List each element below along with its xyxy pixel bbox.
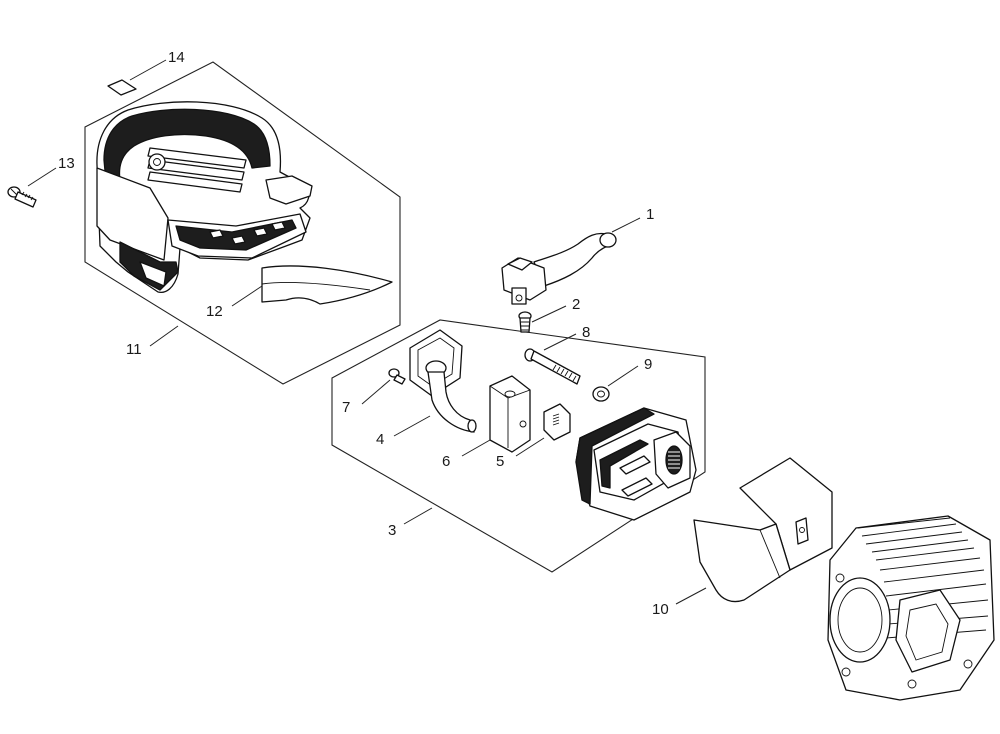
group-outline-3 bbox=[331, 319, 706, 573]
callout-7: 7 bbox=[342, 399, 350, 416]
callout-1: 1 bbox=[646, 206, 654, 223]
part-4-flange-pipe bbox=[409, 329, 477, 433]
part-6-baffle bbox=[489, 375, 531, 453]
callout-6: 6 bbox=[442, 453, 450, 470]
callout-4: 4 bbox=[376, 431, 384, 448]
part-11-cover bbox=[96, 101, 313, 294]
part-12-foil bbox=[261, 265, 393, 305]
part-9-washer bbox=[592, 386, 610, 402]
callout-12: 12 bbox=[206, 303, 223, 320]
part-14-label bbox=[107, 79, 137, 96]
part-3-muffler bbox=[575, 407, 697, 521]
part-5-screen bbox=[543, 403, 571, 441]
engine-cylinder bbox=[827, 515, 995, 701]
group-outline-11 bbox=[84, 61, 401, 385]
callout-2: 2 bbox=[572, 296, 580, 313]
part-7-screw bbox=[388, 368, 406, 385]
callout-5: 5 bbox=[496, 453, 504, 470]
part-13-screw bbox=[7, 186, 37, 208]
leader-lines bbox=[27, 59, 707, 605]
part-1-pipe bbox=[501, 232, 617, 305]
part-10-muffler-cover bbox=[693, 457, 833, 603]
callout-10: 10 bbox=[652, 601, 669, 618]
callout-8: 8 bbox=[582, 324, 590, 341]
callout-11: 11 bbox=[126, 341, 142, 358]
callout-3: 3 bbox=[388, 522, 396, 539]
callout-14: 14 bbox=[168, 49, 185, 66]
callout-13: 13 bbox=[58, 155, 75, 172]
callout-9: 9 bbox=[644, 356, 652, 373]
part-8-bolt bbox=[524, 348, 581, 385]
part-2-screw bbox=[518, 311, 532, 333]
